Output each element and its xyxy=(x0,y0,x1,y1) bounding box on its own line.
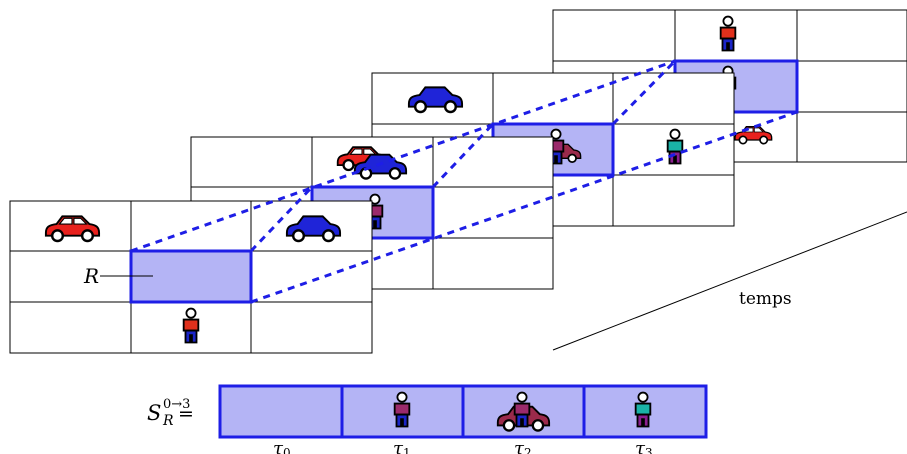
sequence-symbol: S xyxy=(147,401,161,425)
tau-label-3: τ 3 xyxy=(635,438,653,454)
person-icon xyxy=(182,307,200,344)
tau-labels: τ 0 τ 1 τ 2 τ 3 xyxy=(273,438,653,454)
sequence-label: S R 0→3 = xyxy=(147,397,194,429)
sequence-strip xyxy=(218,384,708,439)
svg-text:2: 2 xyxy=(524,446,532,454)
region-tube-connectors xyxy=(130,59,798,304)
person-icon xyxy=(666,128,684,165)
tau-label-0: τ 0 xyxy=(273,438,291,454)
svg-text:3: 3 xyxy=(645,446,653,454)
region-label-text: R xyxy=(83,264,99,288)
svg-text:τ: τ xyxy=(514,438,525,454)
svg-text:τ: τ xyxy=(273,438,284,454)
sequence-equals: = xyxy=(178,403,194,425)
person-icon xyxy=(513,391,531,428)
person-icon xyxy=(634,391,652,428)
sequence-subscript: R xyxy=(162,413,174,429)
svg-text:0: 0 xyxy=(283,446,291,454)
tau-label-1: τ 1 xyxy=(393,438,411,454)
sequence-cell-3 xyxy=(634,391,652,428)
frame-0 xyxy=(9,200,373,354)
tau-label-2: τ 2 xyxy=(514,438,532,454)
person-icon xyxy=(393,391,411,428)
region-label: R xyxy=(83,264,153,288)
svg-text:τ: τ xyxy=(393,438,404,454)
person-icon xyxy=(719,15,737,52)
sequence-superscript: 0→3 xyxy=(163,397,190,412)
svg-text:τ: τ xyxy=(635,438,646,454)
svg-text:1: 1 xyxy=(403,446,411,454)
time-axis: temps xyxy=(552,211,907,351)
sequence-cell-1 xyxy=(393,391,411,428)
time-axis-label: temps xyxy=(739,289,792,309)
